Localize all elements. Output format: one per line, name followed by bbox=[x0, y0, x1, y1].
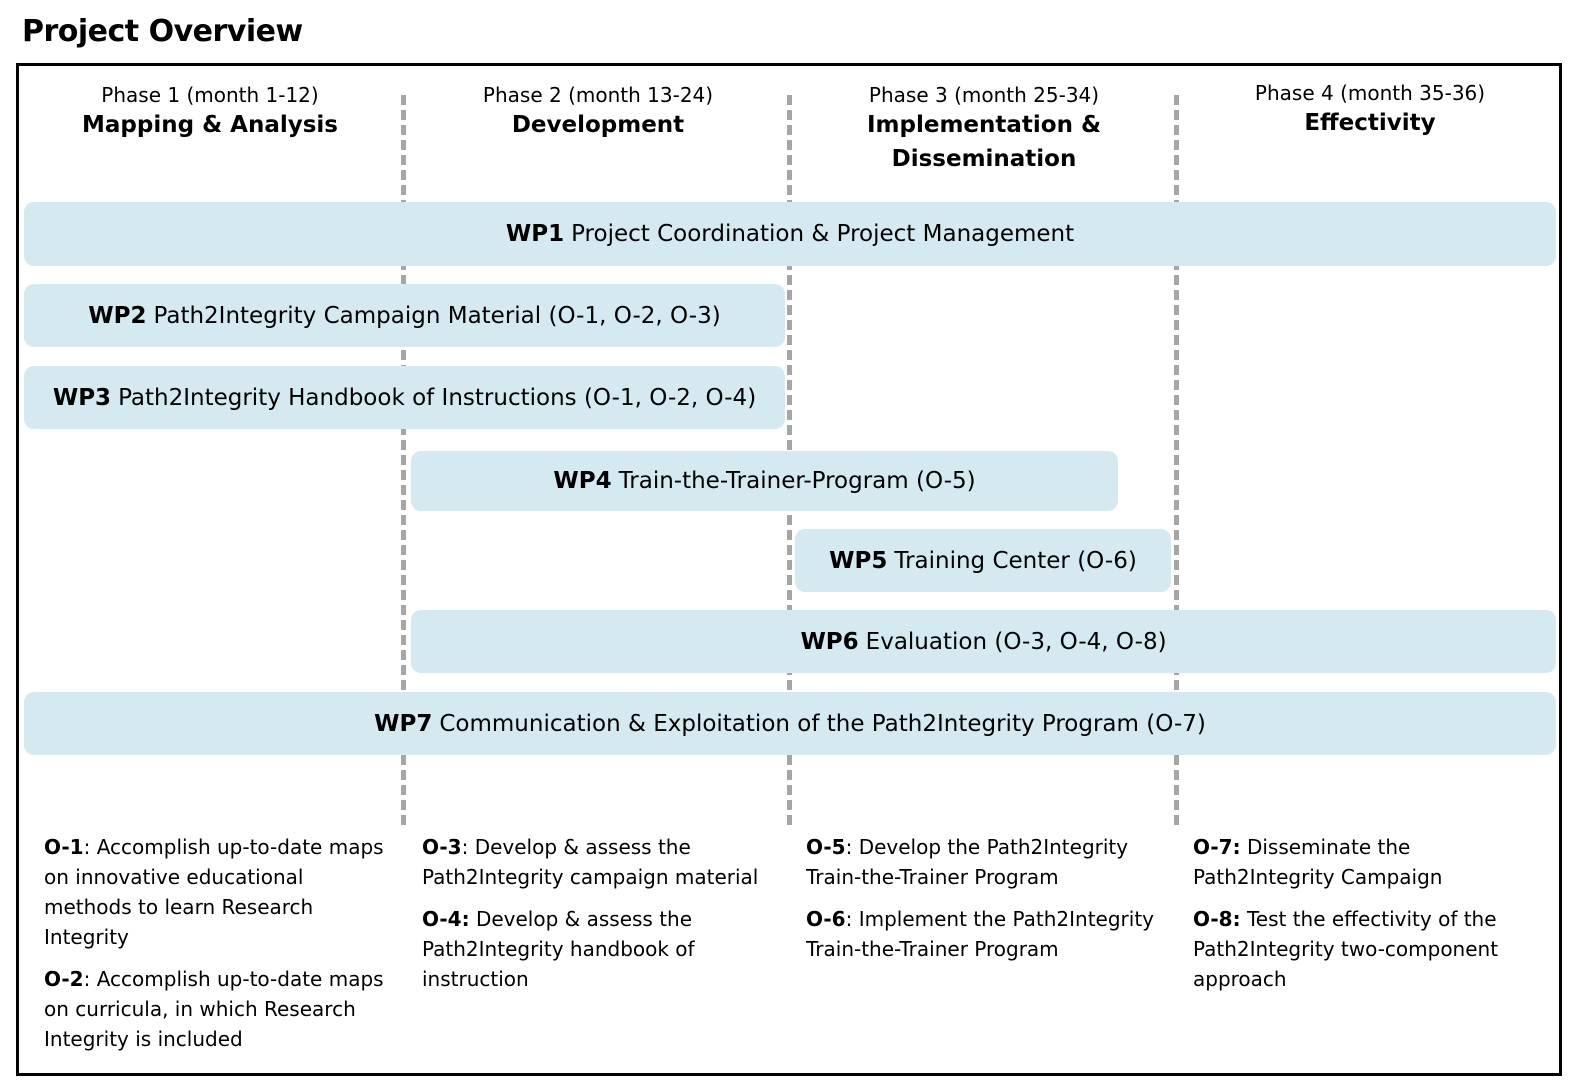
wp6-label: Evaluation (O-3, O-4, O-8) bbox=[865, 628, 1167, 655]
wp4-label: Train-the-Trainer-Program (O-5) bbox=[618, 468, 976, 494]
objectives-phase-4: O-7: Disseminate the Path2Integrity Camp… bbox=[1193, 832, 1533, 1006]
objective-o3: O-3: Develop & assess the Path2Integrity… bbox=[422, 835, 759, 889]
phase-divider-1 bbox=[401, 95, 406, 825]
wp2-id: WP2 bbox=[88, 302, 147, 329]
phase-2-months: Phase 2 (month 13-24) bbox=[482, 83, 714, 107]
phase-divider-3 bbox=[1174, 95, 1179, 825]
objective-o8: O-8: Test the effectivity of the Path2In… bbox=[1193, 907, 1499, 991]
objective-o7: O-7: Disseminate the Path2Integrity Camp… bbox=[1193, 835, 1443, 889]
objective-o2: O-2: Accomplish up-to-date maps on curri… bbox=[44, 967, 384, 1051]
wp5-label: Training Center (O-6) bbox=[894, 547, 1137, 574]
phase-header-1: Phase 1 (month 1-12) Mapping & Analysis bbox=[30, 82, 390, 142]
phase-header-4: Phase 4 (month 35-36) Effectivity bbox=[1190, 80, 1550, 140]
phase-3-name: Implementation & Dissemination bbox=[866, 112, 1102, 172]
objectives-phase-1: O-1: Accomplish up-to-date maps on innov… bbox=[44, 832, 384, 1066]
wp1-label: Project Coordination & Project Managemen… bbox=[571, 221, 1075, 247]
wp7-label: Communication & Exploitation of the Path… bbox=[439, 710, 1206, 737]
page-title: Project Overview bbox=[22, 14, 303, 49]
phase-header-2: Phase 2 (month 13-24) Development bbox=[415, 82, 781, 142]
phase-2-name: Development bbox=[511, 112, 685, 138]
phase-3-months: Phase 3 (month 25-34) bbox=[868, 83, 1100, 107]
wp3-label: Path2Integrity Handbook of Instructions … bbox=[118, 384, 757, 411]
objectives-phase-3: O-5: Develop the Path2Integrity Train-th… bbox=[806, 832, 1166, 976]
phase-4-name: Effectivity bbox=[1304, 110, 1436, 136]
wp2-label: Path2Integrity Campaign Material (O-1, O… bbox=[153, 302, 721, 329]
phase-4-months: Phase 4 (month 35-36) bbox=[1254, 81, 1486, 105]
objective-o4: O-4: Develop & assess the Path2Integrity… bbox=[422, 907, 695, 991]
phase-1-months: Phase 1 (month 1-12) bbox=[101, 83, 319, 107]
diagram-frame bbox=[16, 63, 1562, 1076]
wp5-id: WP5 bbox=[829, 547, 888, 574]
wp1-id: WP1 bbox=[505, 221, 565, 247]
phase-header-3: Phase 3 (month 25-34) Implementation & D… bbox=[843, 82, 1125, 176]
wp3-id: WP3 bbox=[52, 384, 112, 411]
wp7-id: WP7 bbox=[374, 710, 433, 737]
objective-o5: O-5: Develop the Path2Integrity Train-th… bbox=[806, 835, 1129, 889]
objective-o6: O-6: Implement the Path2Integrity Train-… bbox=[806, 907, 1155, 961]
wp6-id: WP6 bbox=[800, 628, 859, 655]
objective-o1: O-1: Accomplish up-to-date maps on innov… bbox=[44, 835, 384, 949]
phase-1-name: Mapping & Analysis bbox=[82, 112, 338, 138]
objectives-phase-2: O-3: Develop & assess the Path2Integrity… bbox=[422, 832, 772, 1006]
wp4-id: WP4 bbox=[553, 468, 612, 494]
